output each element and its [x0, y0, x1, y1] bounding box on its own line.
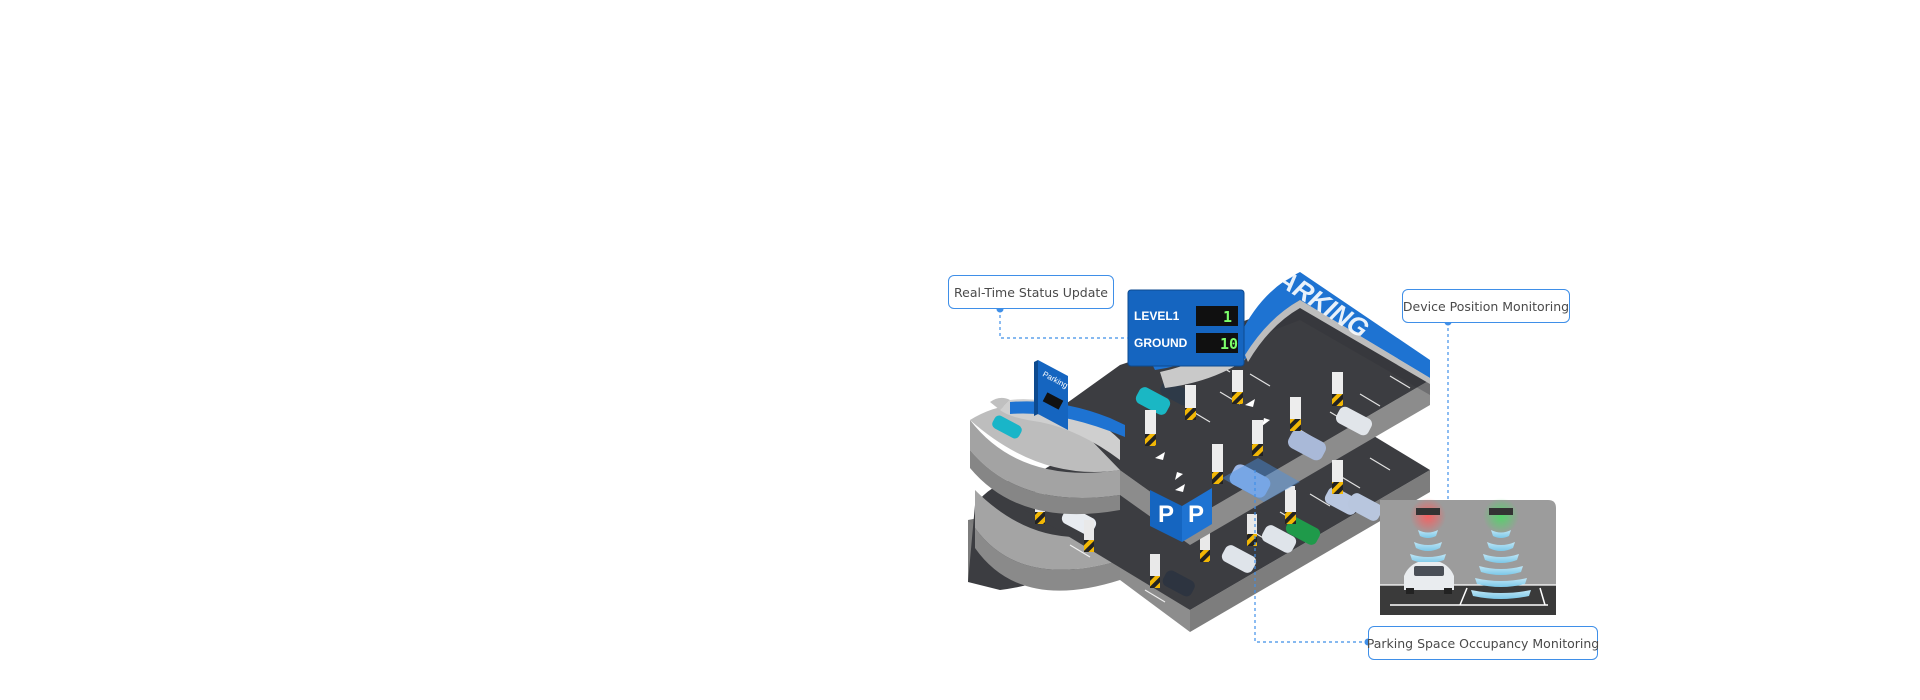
entrance-p-left: P [1158, 501, 1174, 528]
upper-cars [1135, 380, 1383, 521]
entrance-p-sign: P P [1150, 488, 1212, 542]
callout-occupancy: Parking Space Occupancy Monitoring [1366, 626, 1600, 660]
sensor-inset-panel [1380, 498, 1556, 615]
callout-status-update: Real-Time Status Update [948, 275, 1114, 309]
display-row1-label: LEVEL1 [1134, 309, 1180, 323]
free-sensor-icon [1483, 498, 1519, 534]
led-display-board: LEVEL1 1 GROUND 10 [1127, 289, 1245, 367]
callout-connectors [999, 309, 1449, 643]
callout-device-position-label: Device Position Monitoring [1402, 298, 1570, 314]
display-row2-label: GROUND [1134, 336, 1188, 350]
small-parking-sign: Parking [1034, 360, 1069, 430]
display-row1-value: 1 [1223, 308, 1232, 326]
occupied-sensor-icon [1410, 498, 1446, 534]
entrance-p-right: P [1188, 501, 1204, 528]
display-row2-value: 10 [1220, 335, 1238, 353]
callout-device-position: Device Position Monitoring [1402, 289, 1570, 323]
upper-pillars [1145, 370, 1343, 524]
inset-car-icon [1404, 562, 1454, 594]
callout-status-update-label: Real-Time Status Update [954, 284, 1108, 300]
callout-occupancy-label: Parking Space Occupancy Monitoring [1366, 635, 1600, 651]
